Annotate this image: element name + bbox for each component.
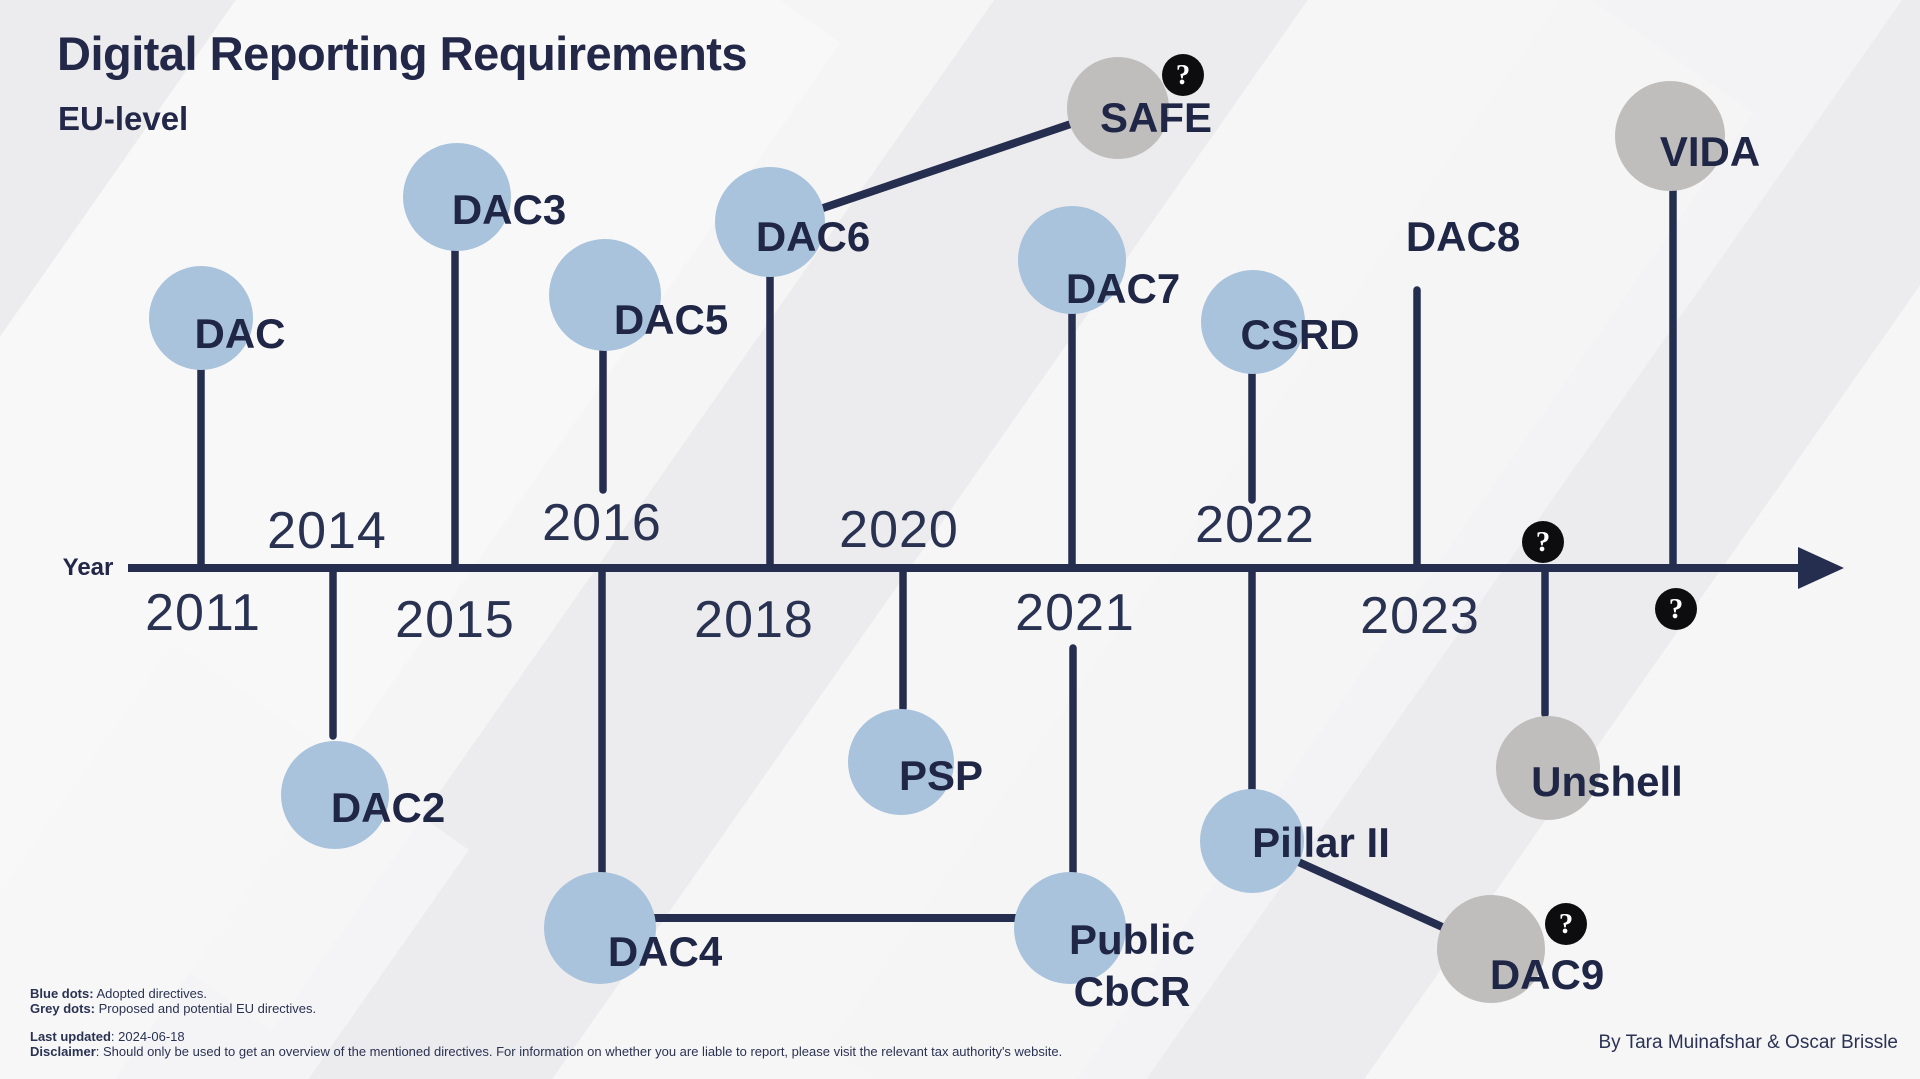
public-cbcr-label: Public CbCR	[1069, 914, 1195, 1018]
year-2015: 2015	[395, 591, 515, 649]
legend: Blue dots: Adopted directives. Grey dots…	[30, 986, 316, 1016]
timeline-question-icon: ?	[1522, 521, 1564, 563]
year-2018: 2018	[694, 591, 814, 649]
legend-blue-label: Blue dots:	[30, 986, 94, 1001]
dac2-label: DAC2	[330, 784, 446, 831]
dac7-label: DAC7	[1065, 265, 1181, 312]
attribution: By Tara Muinafshar & Oscar Brissle	[1598, 1032, 1898, 1053]
year-2016: 2016	[542, 494, 662, 552]
vida-question-icon: ?	[1655, 588, 1697, 630]
year-2011: 2011	[145, 584, 261, 642]
fineprint: Last updated: 2024-06-18 Disclaimer: Sho…	[30, 1029, 1062, 1059]
csrd-label: CSRD	[1240, 311, 1360, 358]
page-title: Digital Reporting Requirements	[57, 27, 748, 80]
dac9-question-icon: ?	[1545, 903, 1587, 945]
pillar2-label: Pillar II	[1252, 819, 1390, 866]
year-2021: 2021	[1015, 584, 1135, 642]
year-2020: 2020	[839, 501, 959, 559]
last-updated-label: Last updated	[30, 1029, 111, 1044]
page-subtitle: EU-level	[58, 100, 189, 137]
dac6-label: DAC6	[755, 213, 871, 260]
dac8-label: DAC8	[1405, 213, 1521, 260]
legend-grey-label: Grey dots:	[30, 1001, 96, 1016]
safe-question-icon: ?	[1162, 54, 1204, 96]
last-updated-row: Last updated: 2024-06-18	[30, 1029, 1062, 1044]
vida-label: VIDA	[1659, 128, 1761, 175]
last-updated-value: : 2024-06-18	[110, 1029, 185, 1044]
public-cbcr-label-line2: CbCR	[1073, 968, 1191, 1015]
year-2014: 2014	[267, 502, 387, 560]
dac5-label: DAC5	[613, 296, 729, 343]
dac3-label: DAC3	[451, 186, 567, 233]
year-2023: 2023	[1360, 587, 1480, 645]
dac9-label: DAC9	[1489, 951, 1605, 998]
public-cbcr-label-line1: Public	[1068, 916, 1196, 963]
disclaimer-row: Disclaimer: Should only be used to get a…	[30, 1044, 1062, 1059]
disclaimer-text: : Should only be used to get an overview…	[95, 1044, 1063, 1059]
psp-label: PSP	[898, 752, 984, 799]
year-2022: 2022	[1195, 496, 1315, 554]
safe-label: SAFE	[1099, 94, 1213, 141]
legend-grey-text: Proposed and potential EU directives.	[95, 1001, 317, 1016]
legend-grey-row: Grey dots: Proposed and potential EU dir…	[30, 1001, 316, 1016]
unshell-label: Unshell	[1531, 758, 1683, 805]
dac-label: DAC	[194, 310, 286, 357]
legend-blue-text: Adopted directives.	[93, 986, 208, 1001]
time-axis-arrowhead	[1798, 547, 1844, 589]
proposed-dots	[1067, 57, 1725, 1003]
axis-label-year: Year	[62, 554, 114, 581]
dac4-label: DAC4	[607, 928, 723, 975]
disclaimer-label: Disclaimer	[30, 1044, 96, 1059]
legend-blue-row: Blue dots: Adopted directives.	[30, 986, 316, 1001]
